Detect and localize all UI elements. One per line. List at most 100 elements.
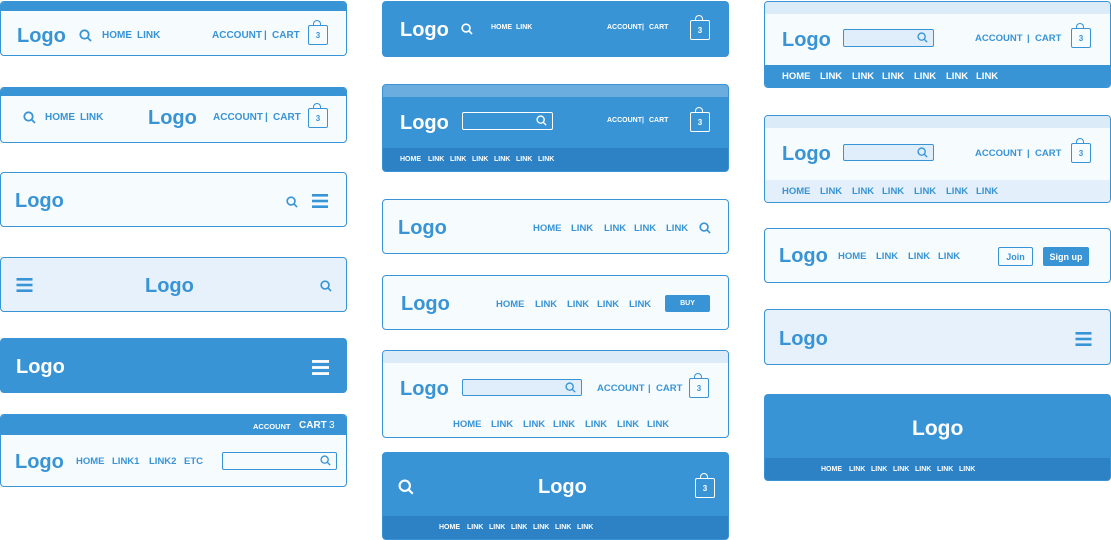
nav-link[interactable]: LINK	[937, 466, 954, 473]
search-icon[interactable]	[320, 455, 331, 466]
cart-icon[interactable]: 3	[690, 15, 710, 40]
nav-link[interactable]: LINK	[523, 419, 546, 430]
nav-home[interactable]: HOME	[453, 419, 482, 430]
nav-etc[interactable]: ETC	[184, 456, 203, 467]
hamburger-menu-icon[interactable]	[16, 278, 33, 292]
nav-home[interactable]: HOME	[838, 251, 867, 262]
cart-icon[interactable]: 3	[695, 473, 715, 498]
nav-link[interactable]: LINK	[915, 466, 932, 473]
nav-link[interactable]: LINK	[489, 524, 506, 531]
nav-link[interactable]: LINK	[577, 524, 594, 531]
nav-home[interactable]: HOME	[821, 466, 842, 473]
nav-link[interactable]: LINK	[516, 156, 533, 163]
logo[interactable]: Logo	[145, 275, 194, 297]
nav-link[interactable]: LINK	[491, 419, 514, 430]
nav-link[interactable]: LINK	[946, 71, 969, 82]
account-link[interactable]: ACCOUNT	[975, 148, 1023, 159]
search-icon[interactable]	[23, 111, 36, 124]
nav-link2[interactable]: LINK2	[149, 456, 177, 467]
cart-icon[interactable]: 3	[690, 107, 710, 132]
nav-link[interactable]: LINK	[516, 24, 533, 31]
logo[interactable]: Logo	[779, 328, 828, 350]
hamburger-menu-icon[interactable]	[312, 360, 329, 375]
nav-link[interactable]: LINK	[604, 223, 627, 234]
nav-link[interactable]: LINK	[472, 156, 489, 163]
nav-link[interactable]: LINK	[428, 156, 445, 163]
search-icon[interactable]	[461, 23, 473, 35]
search-icon[interactable]	[565, 382, 576, 393]
nav-link[interactable]: LINK	[914, 71, 937, 82]
nav-link1[interactable]: LINK1	[112, 456, 140, 467]
buy-button[interactable]: BUY	[665, 295, 710, 312]
search-icon[interactable]	[917, 147, 928, 158]
nav-link[interactable]: LINK	[80, 112, 104, 123]
cart-link[interactable]: CART	[649, 117, 669, 124]
account-link[interactable]: ACCOUNT	[607, 24, 642, 31]
account-link[interactable]: ACCOUNT	[597, 383, 645, 394]
account-link[interactable]: ACCOUNT	[212, 30, 262, 41]
search-input[interactable]	[462, 112, 553, 130]
cart-icon[interactable]: 3	[1071, 138, 1091, 163]
cart-icon[interactable]: 3	[689, 373, 709, 398]
cart-link[interactable]: CART	[299, 420, 327, 431]
account-link[interactable]: ACCOUNT	[975, 33, 1023, 44]
account-link[interactable]: ACCOUNT	[607, 117, 642, 124]
logo[interactable]: Logo	[401, 293, 450, 315]
nav-link[interactable]: LINK	[946, 186, 969, 197]
search-input[interactable]	[462, 379, 582, 396]
nav-link[interactable]: LINK	[571, 223, 594, 234]
cart-link[interactable]: CART	[272, 30, 300, 41]
nav-link[interactable]: LINK	[976, 71, 999, 82]
signup-button[interactable]: Sign up	[1043, 247, 1089, 266]
nav-link[interactable]: LINK	[597, 299, 620, 310]
logo[interactable]: Logo	[148, 107, 197, 129]
search-icon[interactable]	[699, 222, 711, 234]
search-icon[interactable]	[79, 29, 92, 42]
search-icon[interactable]	[398, 479, 414, 495]
nav-link[interactable]: LINK	[852, 71, 875, 82]
nav-link[interactable]: LINK	[617, 419, 640, 430]
nav-link[interactable]: LINK	[893, 466, 910, 473]
nav-link[interactable]: LINK	[467, 524, 484, 531]
account-link[interactable]: ACCOUNT	[213, 112, 263, 123]
nav-link[interactable]: LINK	[450, 156, 467, 163]
nav-home[interactable]: HOME	[782, 186, 811, 197]
cart-link[interactable]: CART	[1035, 33, 1062, 44]
nav-link[interactable]: LINK	[629, 299, 652, 310]
join-button[interactable]: Join	[998, 247, 1033, 266]
nav-link[interactable]: LINK	[820, 71, 843, 82]
logo[interactable]: Logo	[400, 19, 449, 41]
nav-link[interactable]: LINK	[876, 251, 899, 262]
nav-link[interactable]: LINK	[666, 223, 689, 234]
nav-home[interactable]: HOME	[496, 299, 525, 310]
logo[interactable]: Logo	[782, 29, 831, 51]
nav-link[interactable]: LINK	[647, 419, 670, 430]
nav-home[interactable]: HOME	[102, 30, 132, 41]
search-icon[interactable]	[536, 115, 547, 126]
nav-link[interactable]: LINK	[882, 71, 905, 82]
logo[interactable]: Logo	[400, 112, 449, 134]
logo[interactable]: Logo	[15, 190, 64, 212]
nav-link[interactable]: LINK	[871, 466, 888, 473]
logo[interactable]: Logo	[538, 476, 587, 498]
nav-home[interactable]: HOME	[491, 24, 512, 31]
nav-link[interactable]: LINK	[820, 186, 843, 197]
search-input[interactable]	[843, 29, 934, 47]
nav-home[interactable]: HOME	[45, 112, 75, 123]
nav-link[interactable]: LINK	[511, 524, 528, 531]
cart-link[interactable]: CART	[1035, 148, 1062, 159]
nav-link[interactable]: LINK	[533, 524, 550, 531]
cart-link[interactable]: CART	[656, 383, 683, 394]
cart-link[interactable]: CART	[649, 24, 669, 31]
nav-link[interactable]: LINK	[852, 186, 875, 197]
search-input[interactable]	[222, 452, 337, 470]
logo[interactable]: Logo	[17, 25, 66, 47]
hamburger-menu-icon[interactable]	[1075, 332, 1092, 346]
nav-home[interactable]: HOME	[400, 156, 421, 163]
nav-link[interactable]: LINK	[908, 251, 931, 262]
nav-home[interactable]: HOME	[533, 223, 562, 234]
cart-icon[interactable]: 3	[308, 103, 328, 128]
cart-icon[interactable]: 3	[308, 20, 328, 45]
nav-link[interactable]: LINK	[938, 251, 961, 262]
nav-link[interactable]: LINK	[882, 186, 905, 197]
